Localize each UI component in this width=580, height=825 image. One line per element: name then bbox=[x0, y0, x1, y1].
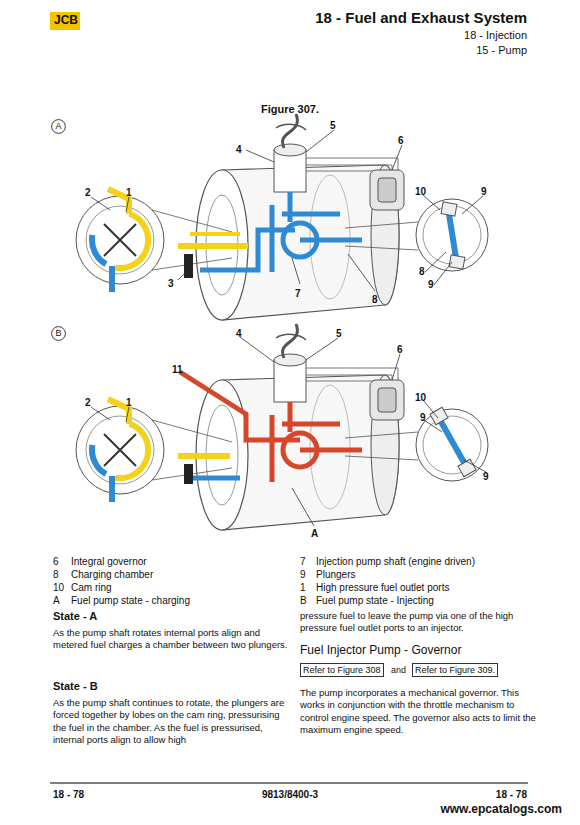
page-footer: 18 - 78 bbox=[53, 788, 84, 801]
key-text: Integral governor bbox=[71, 555, 147, 568]
charge-passage bbox=[190, 232, 240, 236]
callout-number: 7 bbox=[295, 287, 301, 300]
key-number: 7 bbox=[300, 555, 306, 568]
fuel-passage bbox=[200, 192, 362, 272]
section-heading: State - A bbox=[53, 609, 97, 623]
callout-number: 5 bbox=[330, 119, 336, 132]
body-text: and bbox=[391, 665, 406, 677]
pump-body bbox=[76, 324, 488, 530]
plunger bbox=[441, 202, 457, 216]
callout-number: 8 bbox=[372, 293, 378, 306]
reference-box: Refer to Figure 308 bbox=[300, 663, 384, 677]
page-footer: 9813/8400-3 bbox=[230, 788, 350, 801]
callout-number: 9 bbox=[483, 470, 489, 483]
leader-line bbox=[91, 337, 486, 526]
header-text: 15 - Pump bbox=[476, 43, 527, 57]
rotor-ring bbox=[283, 223, 317, 257]
pump-body bbox=[76, 114, 488, 320]
inset-passages bbox=[92, 189, 148, 292]
figure-caption: Figure 307. bbox=[230, 102, 350, 116]
callout-number: 10 bbox=[415, 185, 426, 198]
plunger-passage bbox=[440, 420, 466, 466]
callout-number: 10 bbox=[415, 391, 426, 404]
callout-number: 5 bbox=[336, 327, 342, 340]
inset-passages bbox=[92, 399, 148, 502]
body-text: As the pump shaft rotates internal ports… bbox=[53, 627, 293, 652]
plunger bbox=[430, 407, 448, 424]
panel-letter: A bbox=[51, 119, 66, 134]
key-text: High pressure fuel outlet ports bbox=[316, 581, 449, 594]
callout-number: 9 bbox=[428, 278, 434, 291]
callout-number: 4 bbox=[236, 143, 242, 156]
callout-number: 6 bbox=[398, 134, 404, 147]
plunger-passage bbox=[449, 214, 456, 258]
charge-passage bbox=[178, 453, 230, 459]
footer-rule bbox=[50, 783, 528, 784]
header-text: 18 - Injection bbox=[464, 28, 527, 42]
callout-number: 9 bbox=[481, 185, 487, 198]
callout-number: 1 bbox=[126, 396, 132, 409]
logo-text: JCB bbox=[54, 13, 78, 29]
key-text: Fuel pump state - charging bbox=[71, 594, 190, 607]
reference-text: Refer to Figure 309. bbox=[415, 664, 495, 676]
key-text: Injection pump shaft (engine driven) bbox=[316, 555, 475, 568]
reference-box: Refer to Figure 309. bbox=[412, 663, 498, 677]
key-number: A bbox=[53, 594, 60, 607]
section-heading: Fuel Injector Pump - Governor bbox=[300, 643, 461, 659]
page-title: 18 - Fuel and Exhaust System bbox=[315, 8, 527, 28]
callout-number: 8 bbox=[419, 265, 425, 278]
fuel-passage bbox=[190, 476, 240, 481]
callout-number: A bbox=[311, 527, 318, 540]
key-text: Cam ring bbox=[71, 581, 112, 594]
panel-letter: B bbox=[51, 326, 66, 341]
plunger bbox=[449, 255, 465, 269]
high-pressure-passage bbox=[180, 372, 362, 482]
body-text: The pump incorporates a mechanical gover… bbox=[300, 687, 540, 736]
key-number: 10 bbox=[53, 581, 64, 594]
key-number: 8 bbox=[53, 568, 59, 581]
callout-number: 2 bbox=[85, 186, 91, 199]
key-number: 6 bbox=[53, 555, 59, 568]
key-text: Plungers bbox=[316, 568, 355, 581]
callout-number: 1 bbox=[126, 186, 132, 199]
callout-number: 11 bbox=[172, 363, 183, 376]
key-number: B bbox=[300, 594, 307, 607]
charge-passage bbox=[178, 243, 248, 249]
key-number: 1 bbox=[300, 581, 306, 594]
solenoid bbox=[184, 254, 193, 278]
circle-outline bbox=[52, 120, 66, 134]
body-text: As the pump shaft continues to rotate, t… bbox=[53, 697, 293, 746]
panel-letter-text: B bbox=[55, 329, 61, 338]
watermark: www.epcatalogs.com bbox=[440, 802, 562, 818]
logo-box bbox=[50, 12, 80, 30]
callout-number: 4 bbox=[236, 327, 242, 340]
section-heading: State - B bbox=[53, 679, 98, 693]
key-text: Charging chamber bbox=[71, 568, 153, 581]
solenoid bbox=[184, 464, 193, 484]
callout-number: 9 bbox=[420, 411, 426, 424]
body-text: pressure fuel to leave the pump via one … bbox=[300, 610, 540, 635]
key-text: Fuel pump state - Injecting bbox=[316, 594, 434, 607]
circle-outline bbox=[52, 327, 66, 341]
callout-number: 2 bbox=[85, 396, 91, 409]
panel-letter-text: A bbox=[55, 122, 61, 131]
leader-line bbox=[91, 130, 483, 291]
callout-number: 6 bbox=[397, 343, 403, 356]
key-number: 9 bbox=[300, 568, 306, 581]
rotor-ring bbox=[283, 433, 317, 467]
reference-text: Refer to Figure 308 bbox=[303, 664, 381, 676]
callout-number: 3 bbox=[168, 277, 174, 290]
page-footer: 18 - 78 bbox=[496, 788, 527, 801]
